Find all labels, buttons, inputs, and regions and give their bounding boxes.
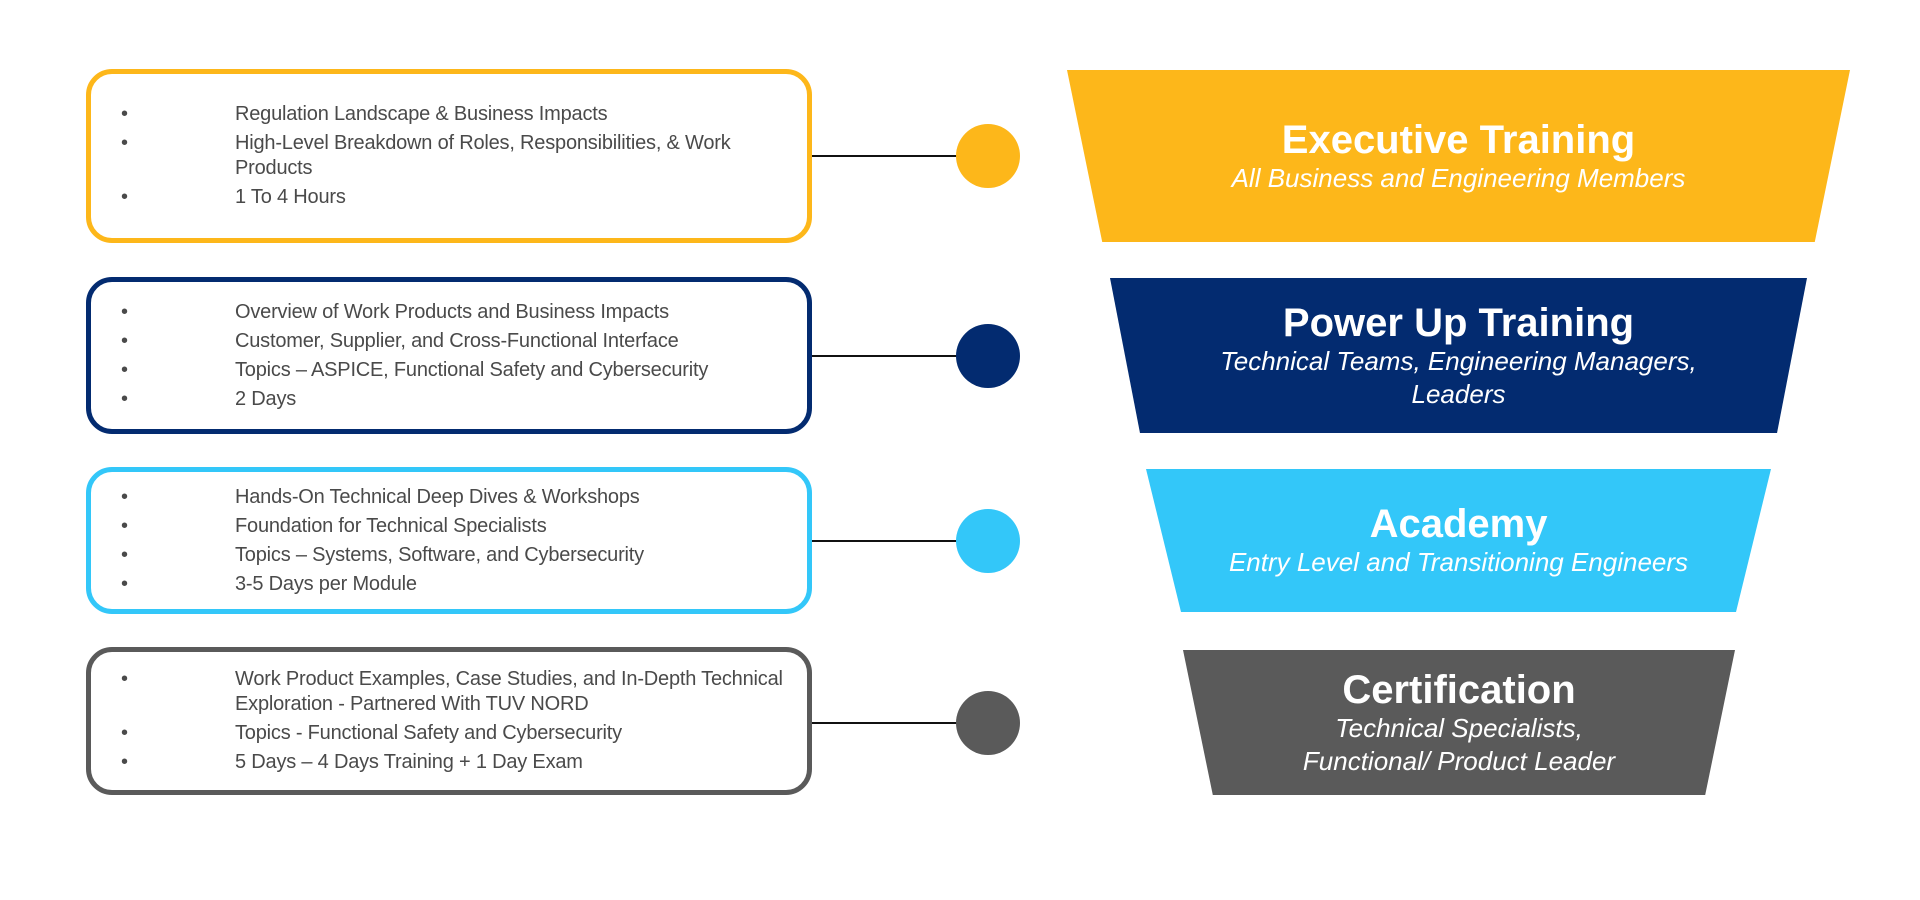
bullet: • (121, 132, 128, 154)
academy-title: Academy (1369, 502, 1548, 546)
details-item: •Topics - Functional Safety and Cybersec… (121, 722, 622, 744)
power-up-details-list: •Overview of Work Products and Business … (121, 296, 787, 416)
certification-details-box: •Work Product Examples, Case Studies, an… (86, 647, 812, 795)
details-item: •2 Days (121, 387, 297, 410)
academy-details-list: •Hands-On Technical Deep Dives & Worksho… (121, 481, 787, 601)
academy-connector-line (812, 540, 962, 542)
academy-funnel-segment: Academy Entry Level and Transitioning En… (1146, 469, 1771, 612)
power-up-details-box: •Overview of Work Products and Business … (86, 277, 812, 434)
executive-title: Executive Training (1281, 117, 1636, 162)
power-up-connector-line (812, 355, 962, 357)
certification-details-list: •Work Product Examples, Case Studies, an… (121, 663, 787, 779)
bullet: • (121, 485, 128, 508)
details-item: •1 To 4 Hours (121, 186, 346, 208)
executive-dot (956, 124, 1020, 188)
details-item: •Topics – ASPICE, Functional Safety and … (121, 358, 709, 381)
details-item: •Topics – Systems, Software, and Cyberse… (121, 543, 644, 566)
bullet: • (121, 387, 128, 410)
power-up-funnel-segment: Power Up Training Technical Teams, Engin… (1110, 278, 1807, 433)
bullet: • (121, 300, 128, 323)
bullet: • (121, 186, 128, 208)
bullet: • (121, 103, 128, 125)
executive-details-list: •Regulation Landscape & Business Impacts… (121, 98, 787, 214)
executive-connector-line (812, 155, 962, 157)
bullet: • (121, 722, 128, 744)
certification-funnel-segment: Certification Technical Specialists, Fun… (1183, 650, 1735, 795)
details-item: •5 Days – 4 Days Training + 1 Day Exam (121, 751, 583, 773)
details-item: •High-Level Breakdown of Roles, Responsi… (121, 132, 731, 179)
academy-dot (956, 509, 1020, 573)
bullet: • (121, 329, 128, 352)
bullet: • (121, 514, 128, 537)
power-up-dot (956, 324, 1020, 388)
executive-funnel-segment: Executive Training All Business and Engi… (1067, 70, 1850, 242)
academy-subtitle: Entry Level and Transitioning Engineers (1228, 547, 1689, 577)
details-item: •Foundation for Technical Specialists (121, 514, 547, 537)
bullet: • (121, 751, 128, 773)
bullet: • (121, 572, 128, 595)
executive-details-box: •Regulation Landscape & Business Impacts… (86, 69, 812, 243)
details-item: •Regulation Landscape & Business Impacts (121, 103, 608, 125)
certification-title: Certification (1342, 667, 1576, 712)
academy-details-box: •Hands-On Technical Deep Dives & Worksho… (86, 467, 812, 614)
details-item: •Hands-On Technical Deep Dives & Worksho… (121, 485, 640, 508)
certification-connector-line (812, 722, 962, 724)
details-item: •Overview of Work Products and Business … (121, 300, 669, 323)
power-up-title: Power Up Training (1282, 300, 1635, 345)
power-up-subtitle: Technical Teams, Engineering Managers, L… (1220, 345, 1697, 409)
bullet: • (121, 668, 128, 690)
details-item: •Work Product Examples, Case Studies, an… (121, 668, 783, 715)
details-item: •Customer, Supplier, and Cross-Functiona… (121, 329, 679, 352)
bullet: • (121, 358, 128, 381)
details-item: •3-5 Days per Module (121, 572, 417, 595)
bullet: • (121, 543, 128, 566)
certification-dot (956, 691, 1020, 755)
executive-subtitle: All Business and Engineering Members (1231, 162, 1686, 193)
certification-subtitle: Technical Specialists, Functional/ Produ… (1302, 712, 1616, 776)
